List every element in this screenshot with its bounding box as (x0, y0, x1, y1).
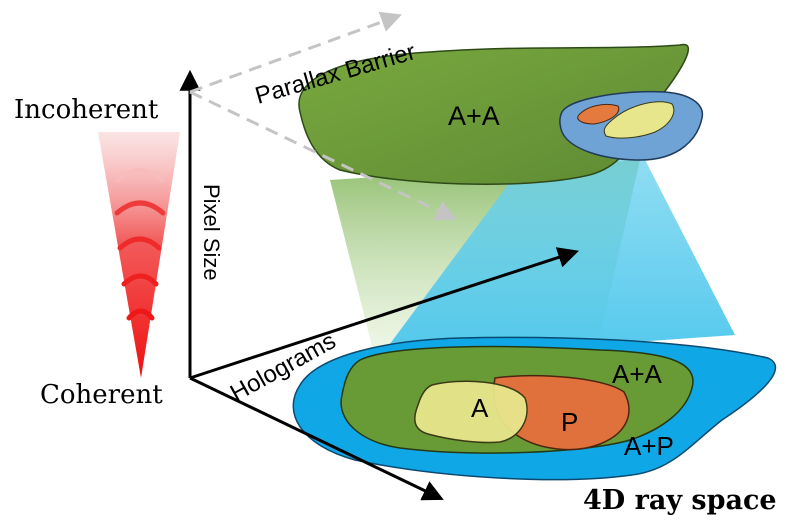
bottom-p-label: P (561, 407, 578, 437)
inset-yellow-region (603, 101, 675, 139)
parallax-arrows (189, 11, 457, 221)
axes (179, 69, 579, 501)
wavefront-arc-4 (121, 273, 159, 287)
coherence-cone (98, 132, 180, 378)
top-aa-label: A+A (448, 101, 500, 131)
hologram-plane: A+A A P A+P (292, 336, 777, 481)
dashed-arrow-lower (189, 90, 457, 221)
wavefront-arc-1 (116, 168, 164, 182)
cone-body (98, 132, 180, 378)
inset-orange-region (577, 103, 620, 125)
blue-beam (378, 112, 735, 360)
amplitude-region (414, 380, 528, 444)
wavefront-arc-5 (126, 308, 155, 321)
dashed-arrow-upper (189, 11, 402, 94)
pixel-size-label: Pixel Size (199, 184, 224, 281)
incoherent-label: Incoherent (14, 95, 159, 125)
ray-space-axis-b (189, 376, 444, 501)
wavefront-arc-2 (114, 200, 166, 216)
bottom-ap-label: A+P (624, 431, 674, 461)
bottom-a-label: A (471, 393, 489, 423)
ray-space-label: 4D ray space (583, 485, 777, 516)
wavefront-arc-3 (117, 236, 162, 251)
bottom-aa-label: A+A (612, 359, 663, 389)
parallax-barrier-plane: A+A (298, 43, 704, 185)
coherent-label: Coherent (40, 380, 163, 410)
ray-space-axis-a (189, 247, 579, 380)
